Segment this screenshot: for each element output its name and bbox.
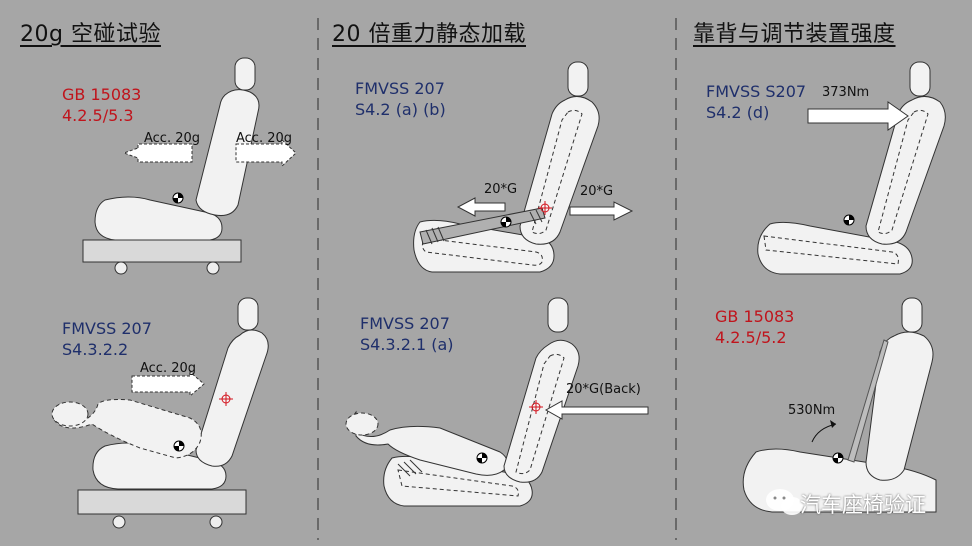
force-arrow-left-top-mid [456,197,506,217]
heading-backrest-strength: 靠背与调节装置强度 [693,22,896,47]
force-arrow-right-top-mid [569,201,634,221]
acc-arrow-bottom-left [131,370,205,398]
acc-arrow-left [122,143,193,163]
acc-label-bottom-left: Acc. 20g [140,361,197,376]
wechat-icon [766,489,803,515]
std-label-bottom-right: GB 15083 4.2.5/5.2 [715,307,795,347]
acc-arrow-right [235,138,297,168]
watermark-text: 汽车座椅验证 [800,493,926,517]
heading-20g-static: 20 倍重力静态加载 [332,22,526,47]
acc-label-right: Acc. 20g [236,131,293,146]
heading-20g-sled: 20g 空碰试验 [20,22,161,47]
std-label-bottom-left: FMVSS 207 S4.3.2.2 [62,319,152,359]
seat-static-top-mid [413,61,600,273]
moment-label-top-right: 373Nm [822,85,870,100]
seat-sled-top-left [82,57,260,275]
acc-label-left: Acc. 20g [144,131,201,146]
force-label-left-top-mid: 20*G [484,182,518,197]
force-label-bottom-mid: 20*G(Back) [566,382,641,397]
std-label-top-left: GB 15083 4.2.5/5.3 [62,85,142,125]
seat-static-bottom-mid [345,297,580,507]
seat-sled-bottom-left [51,297,269,529]
moment-label-bottom-right: 530Nm [788,403,836,418]
std-label-bottom-mid: FMVSS 207 S4.3.2.1 (a) [360,314,454,354]
force-arrow-bottom-mid [544,400,649,420]
std-label-top-right: FMVSS S207 S4.2 (d) [706,82,807,122]
moment-arrow-top-right [807,101,909,131]
force-label-right-top-mid: 20*G [580,184,614,199]
std-label-top-mid: FMVSS 207 S4.2 (a) (b) [355,79,446,119]
seat-top-right [757,61,946,275]
